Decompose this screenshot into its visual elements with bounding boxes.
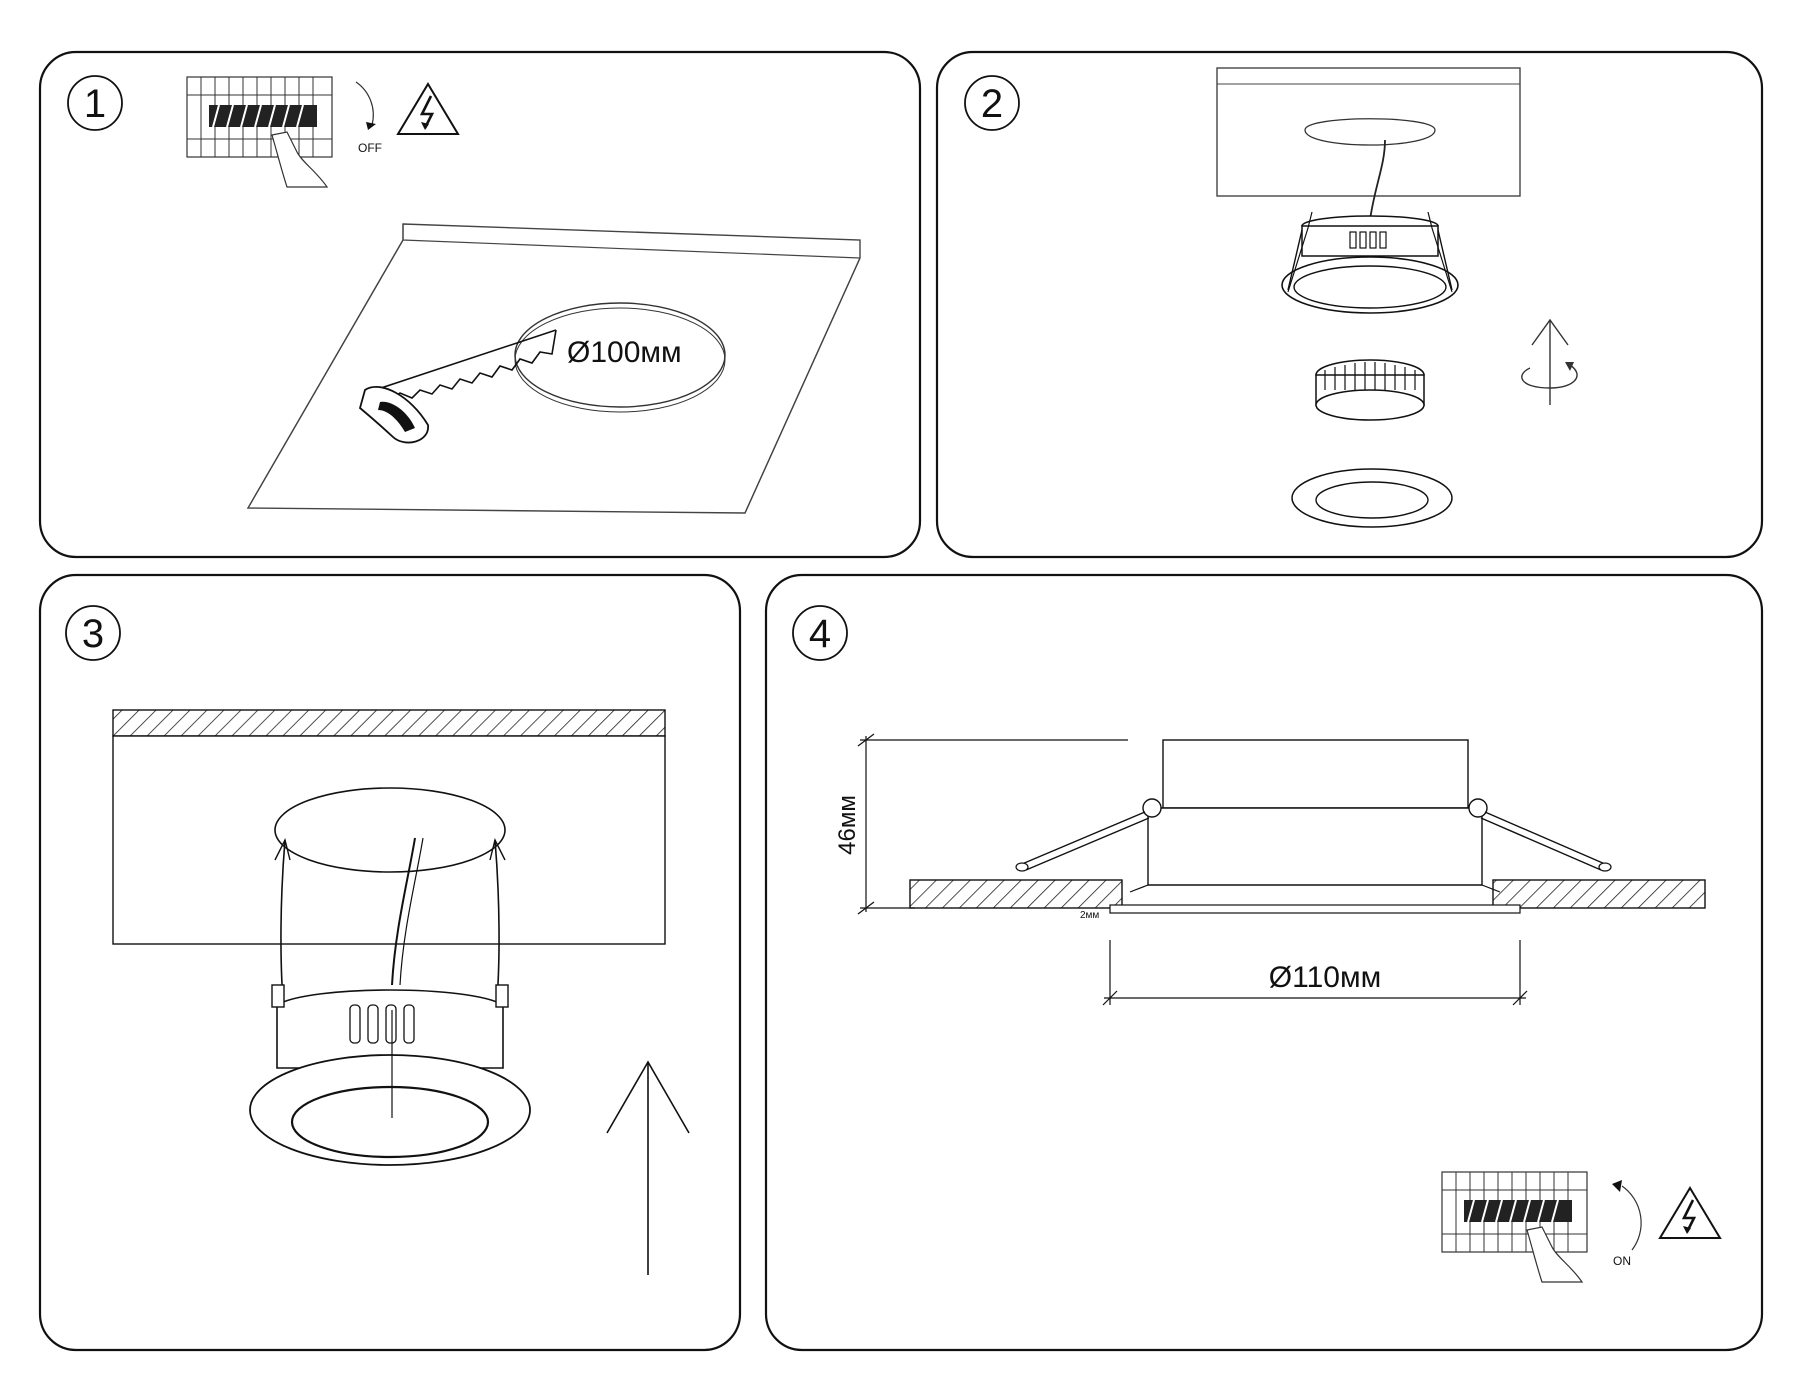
lamp-housing <box>1281 211 1459 314</box>
panel-step-1: 1 OFF Ø100мм <box>38 50 922 559</box>
hole-diameter: Ø100мм <box>567 336 682 369</box>
up-arrow-icon <box>1531 318 1569 405</box>
rotate-arrow-icon <box>355 81 374 126</box>
step-number: 1 <box>84 82 106 126</box>
panel-step-2: 2 <box>935 50 1764 559</box>
step-number-circle <box>792 605 848 661</box>
step-number-circle <box>65 605 121 661</box>
rotate-arrow-icon <box>1521 362 1578 389</box>
panel-step-4: 4 46мм 2мм <box>764 573 1764 1352</box>
rotate-arrow-icon <box>1621 1185 1642 1251</box>
lamp-profile <box>1015 739 1612 914</box>
up-arrow-icon <box>606 1060 690 1275</box>
lamp-body <box>249 984 531 1166</box>
step-number-circle <box>67 75 123 131</box>
switch-label: ON <box>1613 1254 1631 1268</box>
diameter-dimension: Ø110мм <box>1269 961 1381 994</box>
step-number: 2 <box>981 82 1003 126</box>
panel-step-3: 3 <box>38 573 742 1352</box>
saw-icon <box>358 329 557 444</box>
height-dimension: 46мм <box>834 795 861 855</box>
step-number-circle <box>964 75 1020 131</box>
step-number: 4 <box>809 612 831 656</box>
gap-dimension: 2мм <box>1080 910 1099 921</box>
step-number: 3 <box>82 612 104 656</box>
trim-ring <box>1291 468 1453 528</box>
switch-label: OFF <box>358 141 382 155</box>
lamp-module <box>1315 359 1425 421</box>
